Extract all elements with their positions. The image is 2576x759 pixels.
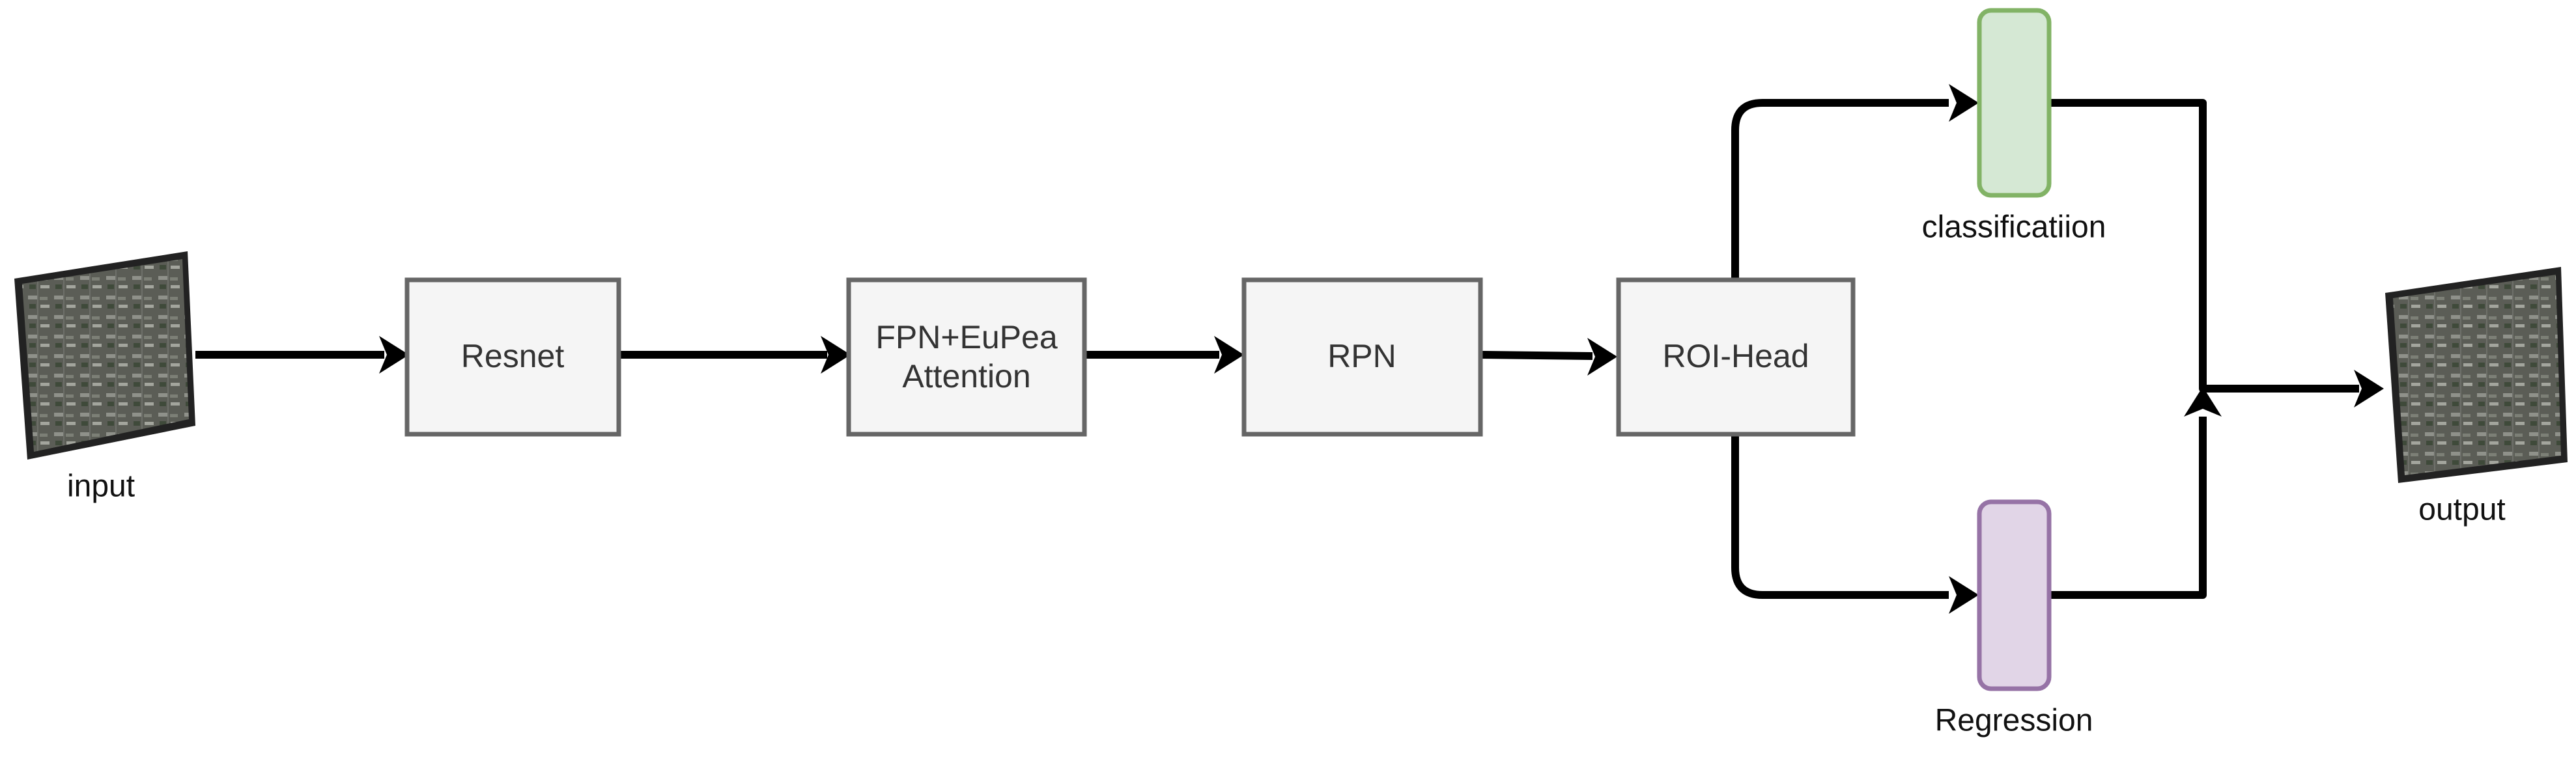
edge-regression-to-output — [2049, 387, 2222, 599]
edge-roi-head-to-regression — [1731, 434, 1979, 614]
fpn-label-line2: Attention — [902, 358, 1030, 394]
input-node: input — [14, 251, 195, 504]
resnet-label: Resnet — [461, 338, 565, 374]
roi-head-label: ROI-Head — [1662, 338, 1809, 374]
edge-classification-to-output — [2049, 99, 2384, 407]
edge-rpn-to-roi-head — [1480, 338, 1617, 376]
classification-block — [1977, 8, 2052, 198]
edge-resnet-to-fpn — [619, 336, 851, 374]
output-caption: output — [2418, 493, 2505, 527]
regression-caption: Regression — [1935, 704, 2093, 738]
input-caption: input — [67, 469, 135, 504]
resnet-node: Resnet — [404, 277, 621, 437]
fpn-attention-node: FPN+EuPea Attention — [846, 277, 1087, 437]
regression-node: Regression — [1935, 499, 2093, 738]
classification-caption: classificatiion — [1922, 210, 2106, 245]
roi-head-node: ROI-Head — [1616, 277, 1856, 437]
edge-fpn-to-rpn — [1084, 336, 1244, 374]
regression-block — [1977, 499, 2052, 691]
rpn-node: RPN — [1241, 277, 1483, 437]
edge-input-to-resnet — [195, 336, 409, 374]
rpn-label: RPN — [1327, 338, 1396, 374]
edge-roi-head-to-classification — [1731, 84, 1979, 279]
fpn-label-line1: FPN+EuPea — [875, 319, 1058, 355]
output-node: output — [2385, 267, 2568, 527]
classification-node: classificatiion — [1922, 8, 2106, 245]
